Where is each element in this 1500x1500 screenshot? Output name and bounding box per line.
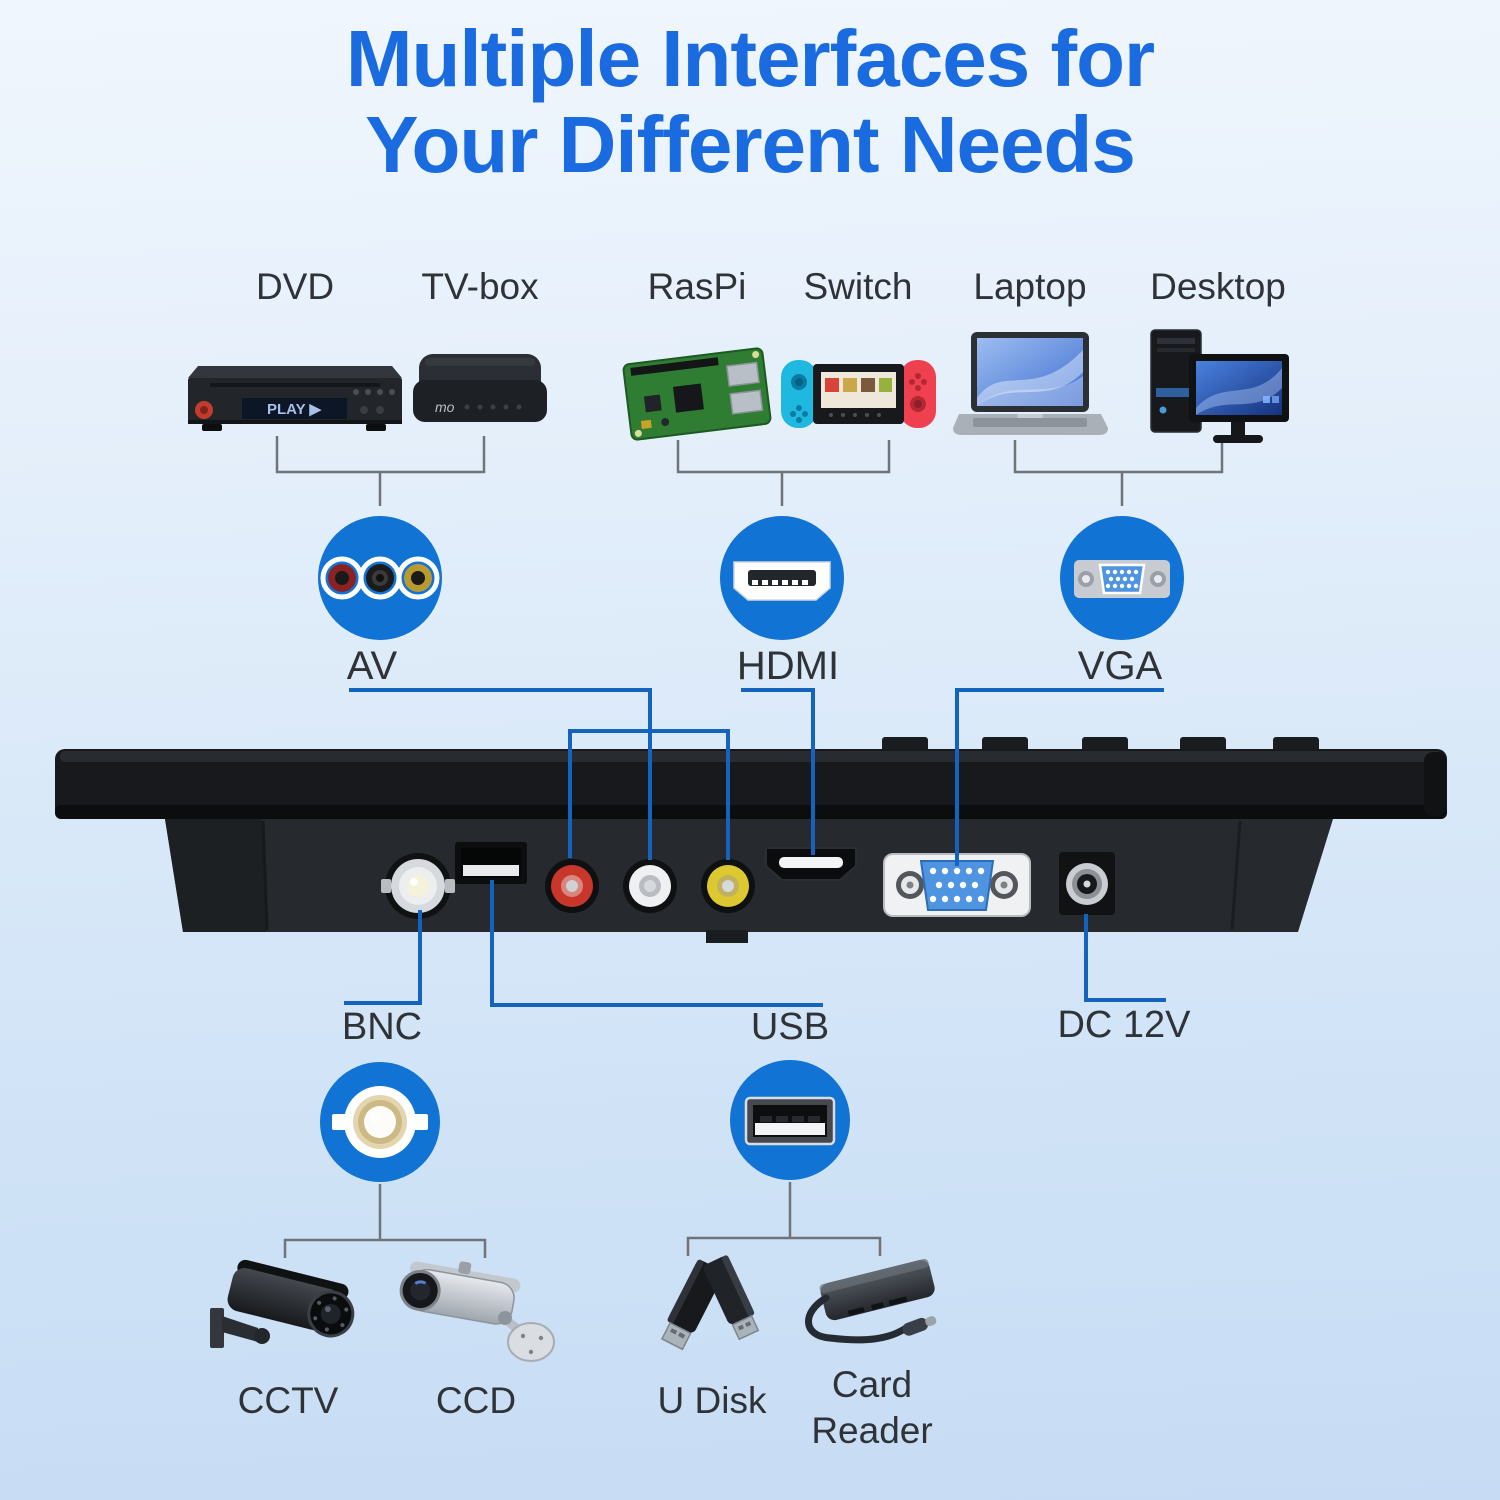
- hdmi-port-circle: [720, 516, 844, 640]
- av-port-circle: [318, 516, 442, 640]
- device-card-reader-label: Card Reader: [811, 1364, 933, 1452]
- svg-text:mo: mo: [435, 399, 455, 415]
- rca-av-connector-icon: [318, 516, 442, 640]
- laptop-icon: [952, 332, 1108, 435]
- usb-port: [455, 842, 527, 884]
- bnc-port-circle: [320, 1062, 440, 1182]
- game-console-icon: [780, 360, 936, 428]
- rca-red-port: [545, 859, 599, 913]
- monitor-buttons: [882, 737, 1319, 752]
- vga-connector-icon: [1060, 516, 1184, 640]
- device-laptop: Laptop: [952, 264, 1108, 444]
- dc-12v-label: DC 12V: [1057, 1004, 1191, 1046]
- device-ccd: CCD: [389, 1252, 563, 1424]
- device-switch: Switch: [780, 264, 936, 430]
- usb-port-circle: [730, 1060, 850, 1180]
- bnc-connector-icon: [320, 1062, 440, 1182]
- device-cctv-label: CCTV: [237, 1380, 339, 1421]
- vga-port: [883, 853, 1031, 917]
- device-switch-label: Switch: [803, 266, 913, 307]
- hdmi-port-label: HDMI: [736, 644, 840, 688]
- device-u-disk-label: U Disk: [657, 1380, 767, 1421]
- device-raspi-label: RasPi: [647, 266, 747, 307]
- title-line-2: Your Different Needs: [365, 99, 1136, 189]
- device-desktop-label: Desktop: [1150, 266, 1286, 307]
- device-ccd-label: CCD: [435, 1380, 517, 1421]
- usb-port-icon: [730, 1060, 850, 1180]
- device-card-reader: Card Reader: [794, 1252, 950, 1455]
- ccd-camera-icon: [399, 1261, 555, 1362]
- body-seam-right: [1230, 820, 1242, 931]
- monitor-back-panel: [55, 737, 1447, 943]
- device-dvd-label: DVD: [255, 266, 335, 307]
- monitor-body-shadow: [165, 819, 266, 932]
- dc-power-port: [1059, 852, 1115, 915]
- bnc-label: BNC: [341, 1006, 423, 1048]
- device-tv-box-label: TV-box: [421, 266, 539, 307]
- svg-text:PLAY ▶: PLAY ▶: [267, 401, 323, 418]
- title-line-1: Multiple Interfaces for: [345, 14, 1155, 103]
- body-seam-left: [261, 820, 269, 931]
- cctv-camera-icon: [210, 1259, 355, 1348]
- desktop-pc-icon: [1150, 329, 1289, 443]
- hdmi-port: [765, 847, 857, 881]
- device-tv-box: TV-box mo: [402, 264, 558, 442]
- tv-box-icon: mo: [413, 354, 547, 422]
- bezel-bottom-shadow: [55, 805, 1447, 819]
- device-laptop-label: Laptop: [973, 266, 1087, 307]
- device-dvd: DVD PLAY ▶: [180, 264, 410, 448]
- bezel-end-cap: [1424, 752, 1446, 816]
- rca-white-port: [623, 859, 677, 913]
- device-desktop: Desktop: [1140, 264, 1296, 446]
- page-title: Multiple Interfaces for Your Different N…: [0, 16, 1500, 187]
- device-bracket-lines: [275, 436, 1224, 1258]
- av-port-label: AV: [346, 644, 398, 688]
- device-raspi: RasPi: [612, 264, 782, 446]
- usb-label: USB: [750, 1006, 830, 1048]
- device-cctv: CCTV: [196, 1252, 380, 1424]
- card-reader-icon: [805, 1258, 937, 1344]
- monitor-top-bezel: [55, 749, 1447, 819]
- bnc-port: [381, 853, 455, 919]
- usb-flash-drive-icon: [660, 1255, 760, 1351]
- bezel-top-highlight: [60, 751, 1442, 762]
- vga-port-label: VGA: [1077, 644, 1163, 688]
- device-u-disk: U Disk: [634, 1250, 790, 1424]
- raspberry-pi-icon: [622, 347, 772, 441]
- dvd-player-icon: PLAY ▶: [188, 366, 402, 431]
- vga-port-circle: [1060, 516, 1184, 640]
- hdmi-connector-icon: [720, 516, 844, 640]
- port-leader-lines: [344, 688, 1166, 1007]
- body-bottom-tab: [706, 930, 748, 943]
- rca-yellow-port: [701, 859, 755, 913]
